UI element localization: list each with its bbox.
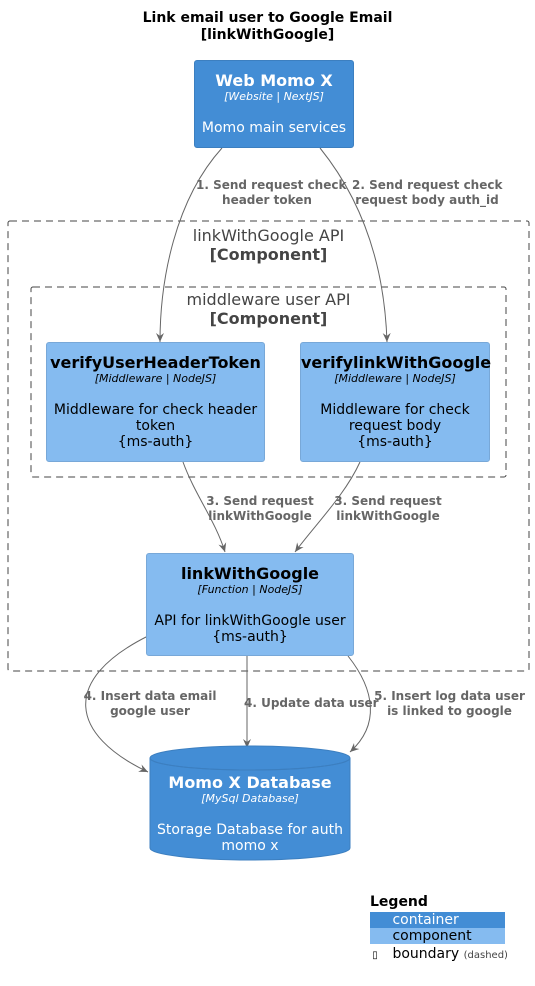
verify-header-tech: [Middleware | NodeJS] bbox=[94, 372, 217, 385]
edge-2-label-line2: request body auth_id bbox=[355, 193, 499, 207]
web-name: Web Momo X bbox=[215, 71, 333, 90]
verify-link-desc3: {ms-auth} bbox=[357, 434, 433, 450]
verify-user-header-token-component[interactable]: verifyUserHeaderToken [Middleware | Node… bbox=[46, 342, 265, 462]
web-tech: [Website | NextJS] bbox=[224, 90, 324, 103]
edge-3a-label-line2: linkWithGoogle bbox=[208, 509, 312, 523]
db-tech: [MySql Database] bbox=[201, 792, 299, 805]
api-boundary-label: linkWithGoogle API [Component] bbox=[8, 226, 529, 264]
db-desc2: momo x bbox=[221, 838, 279, 854]
edge-4a-label: 4. Insert data email google user bbox=[80, 689, 220, 719]
legend-container-label: container bbox=[392, 912, 459, 928]
verify-header-name: verifyUserHeaderToken bbox=[50, 353, 261, 372]
edge-5-label-line2: is linked to google bbox=[387, 704, 512, 718]
middleware-boundary-type: [Component] bbox=[209, 309, 328, 328]
legend-boundary-note: (dashed) bbox=[463, 950, 508, 961]
link-fn-name: linkWithGoogle bbox=[180, 564, 320, 583]
api-boundary-name: linkWithGoogle API bbox=[192, 226, 345, 245]
edge-2-label: 2. Send request check request body auth_… bbox=[352, 178, 502, 208]
edge-3b bbox=[294, 461, 361, 553]
edge-2-label-line1: 2. Send request check bbox=[352, 178, 503, 192]
legend-container-row: container bbox=[370, 912, 505, 928]
edge-5 bbox=[347, 655, 371, 753]
edge-4b-label-line1: 4. Update data user bbox=[244, 696, 379, 710]
middleware-boundary-label: middleware user API [Component] bbox=[31, 290, 506, 328]
edge-3a bbox=[182, 461, 227, 553]
boundary-icon: ▯ bbox=[372, 950, 378, 961]
edge-4a-label-line1: 4. Insert data email bbox=[83, 689, 217, 703]
edge-4b-label: 4. Update data user bbox=[244, 696, 379, 711]
middleware-boundary bbox=[30, 286, 507, 478]
edge-1-label-line2: header token bbox=[222, 193, 312, 207]
verify-link-desc1: Middleware for check bbox=[320, 402, 470, 418]
web-momo-x-container[interactable]: Web Momo X [Website | NextJS] Momo main … bbox=[194, 60, 354, 148]
verify-header-desc1: Middleware for check header bbox=[53, 402, 258, 418]
api-boundary-type: [Component] bbox=[209, 245, 328, 264]
edge-3a-label-line1: 3. Send request bbox=[206, 494, 314, 508]
verify-header-desc3: {ms-auth} bbox=[117, 434, 194, 450]
diagram-title: Link email user to Google Email [linkWit… bbox=[0, 10, 535, 44]
verify-header-desc2: token bbox=[135, 418, 176, 434]
edge-3a-label: 3. Send request linkWithGoogle bbox=[204, 494, 316, 524]
edge-3b-label: 3. Send request linkWithGoogle bbox=[332, 494, 444, 524]
middleware-boundary-name: middleware user API bbox=[186, 290, 351, 309]
verify-link-with-google-component[interactable]: verifylinkWithGoogle [Middleware | NodeJ… bbox=[300, 342, 492, 462]
legend-boundary-row: ▯ boundary (dashed) bbox=[370, 946, 530, 962]
verify-link-name: verifylinkWithGoogle bbox=[301, 353, 492, 372]
edge-2 bbox=[319, 147, 391, 343]
edge-5-label-line1: 5. Insert log data user bbox=[374, 689, 525, 703]
verify-link-tech: [Middleware | NodeJS] bbox=[334, 372, 456, 385]
link-fn-desc1: API for linkWithGoogle user bbox=[154, 613, 346, 629]
web-desc: Momo main services bbox=[201, 120, 347, 136]
momo-x-database[interactable]: Momo X Database [MySql Database] Storage… bbox=[150, 773, 350, 854]
legend-component-label: component bbox=[392, 928, 472, 944]
edge-3b-label-line2: linkWithGoogle bbox=[336, 509, 440, 523]
database-shape bbox=[149, 745, 351, 861]
link-fn-tech: [Function | NodeJS] bbox=[197, 583, 303, 596]
legend-boundary-label: boundary bbox=[392, 946, 460, 962]
legend-component-row: component bbox=[370, 928, 505, 944]
edge-1-label-line1: 1. Send request check bbox=[196, 178, 347, 192]
edge-3b-label-line1: 3. Send request bbox=[334, 494, 442, 508]
db-desc1: Storage Database for auth bbox=[157, 822, 343, 838]
verify-link-desc2: request body bbox=[348, 418, 442, 434]
edge-4a bbox=[85, 635, 149, 773]
db-name: Momo X Database bbox=[168, 773, 332, 792]
edge-1-label: 1. Send request check header token bbox=[196, 178, 347, 208]
api-boundary bbox=[7, 220, 530, 672]
diagram-title-line2: [linkWithGoogle] bbox=[200, 27, 335, 43]
edge-5-label: 5. Insert log data user is linked to goo… bbox=[372, 689, 527, 719]
diagram-title-line1: Link email user to Google Email bbox=[142, 10, 393, 26]
edge-1 bbox=[156, 147, 223, 343]
legend-title: Legend bbox=[370, 894, 428, 910]
link-fn-desc2: {ms-auth} bbox=[212, 629, 288, 645]
edge-4a-label-line2: google user bbox=[110, 704, 190, 718]
link-with-google-component[interactable]: linkWithGoogle [Function | NodeJS] API f… bbox=[146, 553, 354, 656]
